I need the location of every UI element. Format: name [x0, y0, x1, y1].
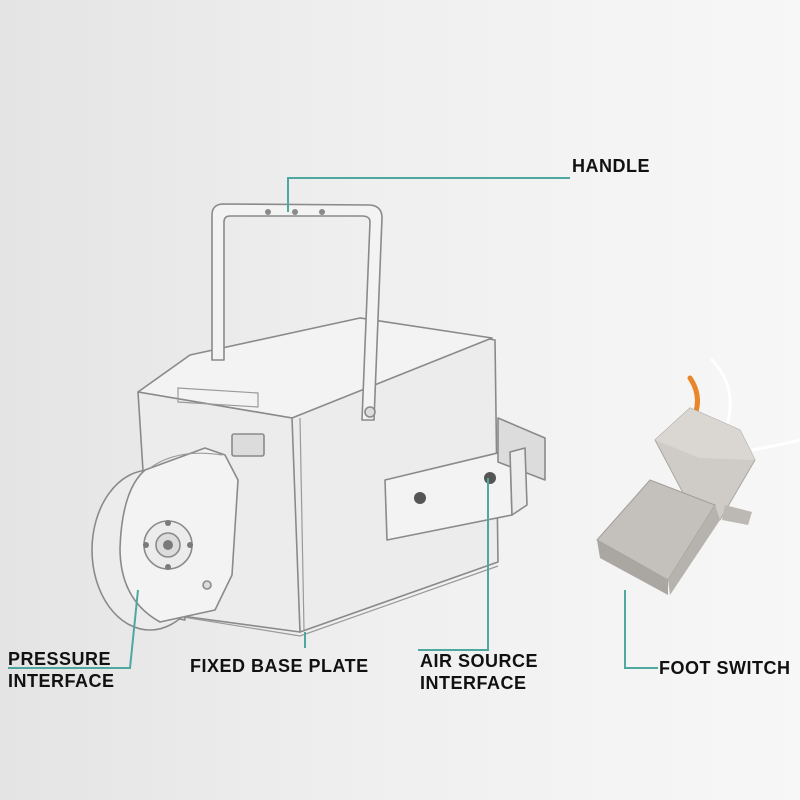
label-pressure-interface: PRESSURE INTERFACE — [8, 648, 115, 692]
label-air-source-line1: AIR SOURCE — [420, 651, 539, 671]
handle-part — [211, 203, 383, 421]
leader-pressure — [8, 589, 139, 669]
label-air-source-line2: INTERFACE — [420, 673, 527, 693]
label-pressure-line1: PRESSURE — [8, 649, 112, 669]
label-air-source-interface: AIR SOURCE INTERFACE — [420, 650, 538, 694]
leader-handle — [287, 177, 570, 212]
label-fixed-base-plate: FIXED BASE PLATE — [190, 656, 369, 676]
machine-body — [137, 317, 499, 637]
label-foot-switch: FOOT SWITCH — [659, 658, 791, 678]
label-pressure-line2: INTERFACE — [8, 671, 115, 691]
leader-lines — [8, 177, 658, 669]
air-source-bracket — [384, 417, 546, 541]
foot-switch-device — [596, 358, 800, 595]
pump-head — [91, 447, 239, 631]
label-handle: HANDLE — [572, 156, 650, 176]
leader-air-source — [418, 478, 489, 651]
leader-foot-switch — [624, 590, 658, 669]
